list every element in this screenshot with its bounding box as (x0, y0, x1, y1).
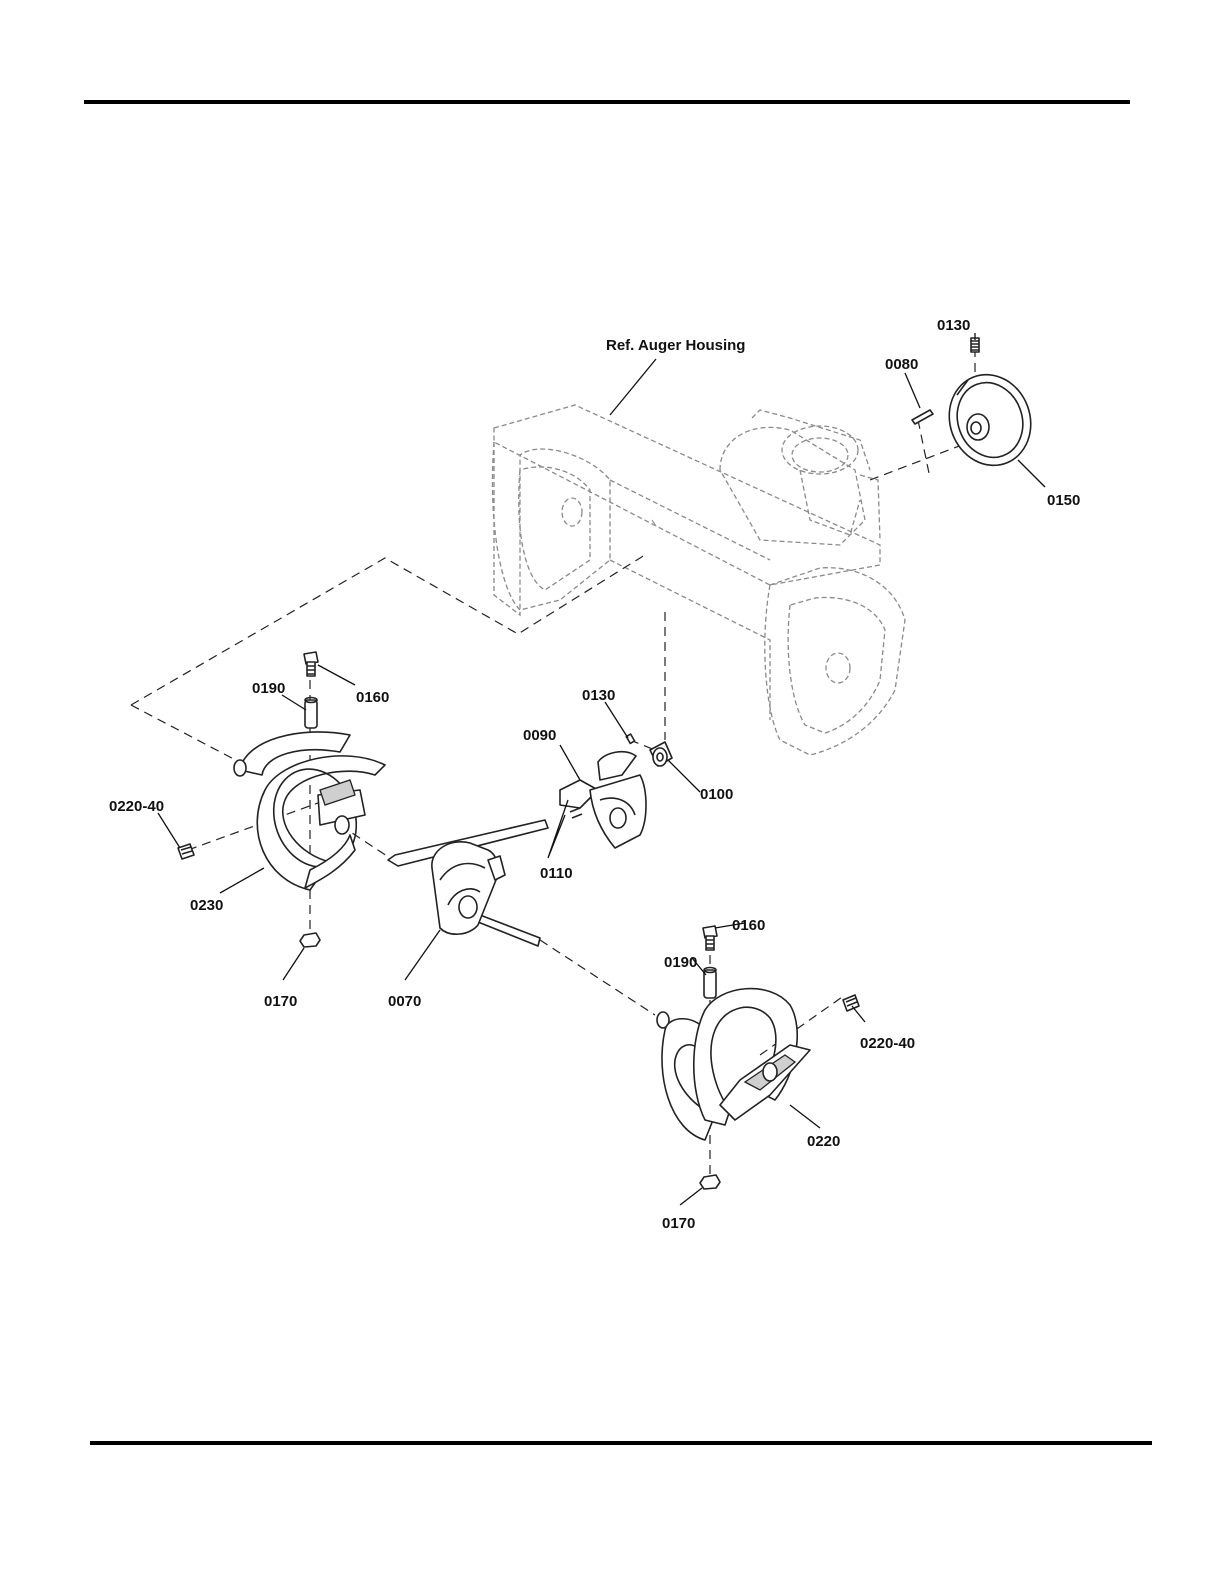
callout-labels: Ref. Auger Housing 0130 0080 0150 0190 0… (109, 317, 1080, 1232)
shear-bolt-0220-40-right (843, 995, 859, 1011)
bolt-0160-right (703, 926, 717, 950)
callout-0130-top: 0130 (937, 317, 970, 334)
shear-bolt-0220-40-left (178, 844, 194, 859)
callout-0220-40-left: 0220-40 (109, 798, 164, 815)
nut-0170-left (300, 933, 320, 947)
setscrew-0130-mid (626, 734, 634, 743)
auger-housing-reference (492, 405, 905, 755)
callout-0090: 0090 (523, 727, 556, 744)
callout-0080: 0080 (885, 356, 918, 373)
bearing-0100 (650, 742, 672, 766)
callout-0160-right: 0160 (732, 917, 765, 934)
callout-0150: 0150 (1047, 492, 1080, 509)
auger-0220 (657, 989, 810, 1140)
callout-0130-mid: 0130 (582, 687, 615, 704)
callout-0230: 0230 (190, 897, 223, 914)
pulley-0150 (937, 363, 1044, 477)
spacer-0190-right (704, 968, 716, 999)
callout-0070: 0070 (388, 993, 421, 1010)
callout-0170-bottom: 0170 (662, 1215, 695, 1232)
nut-0170-right (700, 1175, 720, 1189)
callout-0160-left: 0160 (356, 689, 389, 706)
callout-0190-left: 0190 (252, 680, 285, 697)
callout-0220: 0220 (807, 1133, 840, 1150)
ref-auger-housing-label: Ref. Auger Housing (606, 337, 745, 354)
callout-0220-40-right: 0220-40 (860, 1035, 915, 1052)
callout-0110: 0110 (540, 865, 573, 882)
callout-0100: 0100 (700, 786, 733, 803)
key-0080 (912, 410, 933, 424)
gearbox-0070 (388, 820, 548, 946)
callout-0190-right: 0190 (664, 954, 697, 971)
impeller-0090 (560, 752, 646, 848)
setscrew-0130-top (971, 338, 979, 352)
spacer-0190-left (305, 698, 317, 729)
bolt-0160-left (304, 652, 318, 676)
callout-0170-left: 0170 (264, 993, 297, 1010)
